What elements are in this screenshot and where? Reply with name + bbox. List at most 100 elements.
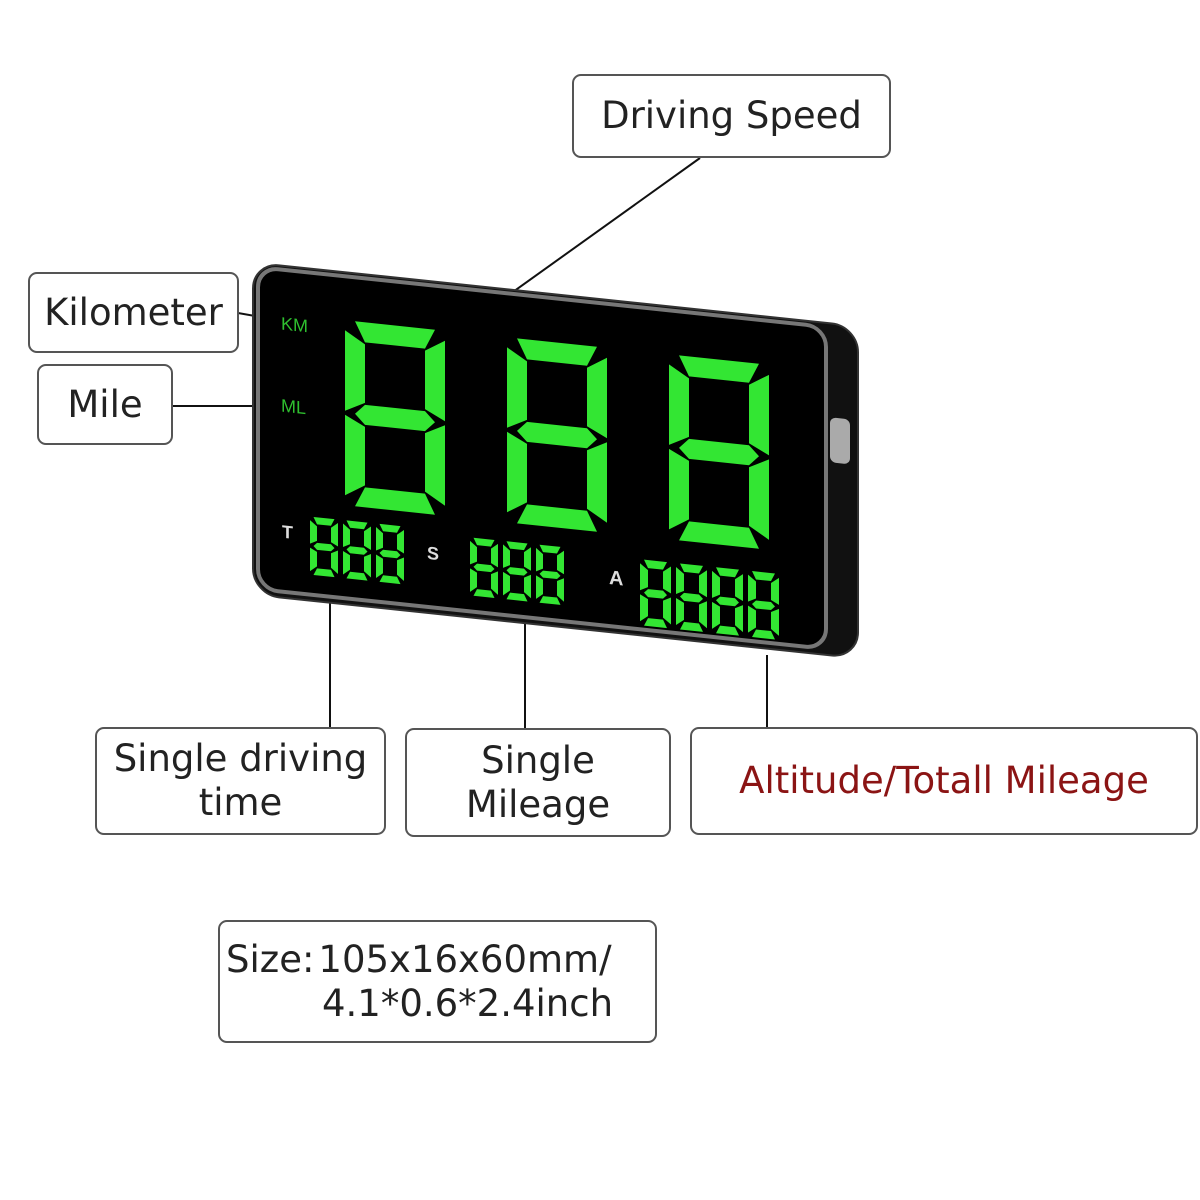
segment-b bbox=[587, 357, 607, 439]
segment-e bbox=[676, 598, 684, 626]
segment-g bbox=[752, 600, 775, 611]
size-imperial: 4.1*0.6*2.4inch bbox=[322, 981, 614, 1025]
callout-mile: Mile bbox=[37, 364, 173, 445]
segment-c bbox=[397, 557, 404, 581]
segment-b bbox=[699, 570, 707, 598]
speed-digit bbox=[669, 355, 769, 549]
segment-b bbox=[557, 550, 564, 575]
size-spec-box: Size:105x16x60mm/ 4.1*0.6*2.4inch bbox=[218, 920, 657, 1043]
altitude-digit bbox=[640, 559, 671, 629]
segment-g bbox=[346, 546, 368, 555]
segment-a bbox=[379, 523, 401, 533]
gps-hud-device: KM ML T S A bbox=[252, 264, 859, 657]
size-label: Size: bbox=[226, 937, 315, 981]
callout-text: Driving Speed bbox=[601, 94, 862, 137]
segment-a bbox=[473, 537, 495, 547]
segment-a bbox=[346, 520, 368, 530]
speed-leader bbox=[484, 157, 701, 313]
segment-e bbox=[748, 605, 756, 633]
segment-g bbox=[313, 542, 335, 552]
segment-e bbox=[536, 575, 543, 599]
segment-c bbox=[425, 425, 445, 506]
segment-c bbox=[771, 608, 779, 636]
segment-g bbox=[644, 589, 667, 599]
segment-b bbox=[771, 577, 779, 605]
segment-g bbox=[539, 570, 561, 580]
t-label: T bbox=[282, 522, 293, 543]
segment-c bbox=[491, 571, 498, 595]
side-button bbox=[830, 417, 850, 464]
segment-c bbox=[587, 442, 607, 523]
segment-b bbox=[397, 529, 404, 554]
segment-a bbox=[506, 541, 528, 551]
callout-text: Altitude/Totall Mileage bbox=[739, 759, 1149, 802]
segment-a bbox=[644, 559, 667, 570]
segment-e bbox=[507, 431, 527, 513]
segment-d bbox=[313, 568, 335, 578]
segment-e bbox=[345, 414, 365, 496]
segment-f bbox=[748, 574, 756, 602]
segment-c bbox=[699, 601, 707, 629]
segment-b bbox=[491, 543, 498, 568]
segment-e bbox=[640, 594, 648, 622]
callout-altitude: Altitude/Totall Mileage bbox=[690, 727, 1198, 835]
callout-driving-speed: Driving Speed bbox=[572, 74, 891, 158]
segment-g bbox=[680, 592, 703, 603]
segment-e bbox=[712, 601, 720, 629]
segment-a bbox=[752, 571, 775, 582]
segment-c bbox=[735, 605, 743, 633]
callout-lines bbox=[172, 157, 768, 728]
segment-f bbox=[310, 520, 317, 544]
segment-d bbox=[346, 571, 368, 581]
altitude-digit bbox=[748, 571, 779, 640]
segment-f bbox=[345, 330, 365, 411]
segment-b bbox=[524, 547, 531, 571]
segment-e bbox=[343, 551, 350, 575]
segment-f bbox=[376, 527, 383, 551]
time-digit bbox=[343, 520, 371, 581]
segment-d bbox=[506, 592, 528, 602]
segment-d bbox=[539, 596, 561, 605]
segment-a bbox=[313, 516, 335, 526]
segment-d bbox=[680, 621, 703, 632]
segment-b bbox=[331, 523, 338, 547]
altitude-digit bbox=[676, 563, 707, 632]
callout-text: Mileage bbox=[465, 782, 611, 826]
segment-f bbox=[507, 347, 527, 428]
segment-c bbox=[663, 597, 671, 625]
unit-km-label: KM bbox=[281, 314, 308, 337]
mileage-digit bbox=[503, 541, 531, 602]
segment-g bbox=[355, 404, 435, 432]
segment-d bbox=[716, 625, 739, 636]
segment-e bbox=[669, 448, 689, 530]
segment-d bbox=[379, 575, 401, 585]
callout-text: Kilometer bbox=[44, 290, 223, 334]
segment-d bbox=[752, 629, 775, 640]
callout-text: Mile bbox=[67, 382, 143, 426]
segment-g bbox=[517, 421, 597, 449]
speed-digit bbox=[507, 338, 607, 532]
segment-g bbox=[473, 563, 495, 573]
segment-a bbox=[680, 563, 703, 574]
segment-b bbox=[663, 566, 671, 594]
segment-d bbox=[473, 589, 495, 598]
segment-a bbox=[539, 544, 561, 554]
segment-e bbox=[470, 568, 477, 592]
segment-f bbox=[470, 540, 477, 565]
segment-c bbox=[524, 574, 531, 599]
segment-f bbox=[343, 523, 350, 548]
segment-c bbox=[557, 578, 564, 602]
segment-f bbox=[712, 570, 720, 598]
segment-d bbox=[644, 618, 667, 629]
segment-f bbox=[676, 567, 684, 595]
segment-b bbox=[425, 340, 445, 422]
segment-b bbox=[364, 526, 371, 550]
segment-g bbox=[379, 549, 401, 559]
segment-a bbox=[716, 567, 739, 578]
callout-kilometer: Kilometer bbox=[28, 272, 239, 353]
speed-digit bbox=[345, 321, 445, 515]
mileage-digit bbox=[536, 544, 564, 605]
segment-g bbox=[679, 438, 759, 466]
